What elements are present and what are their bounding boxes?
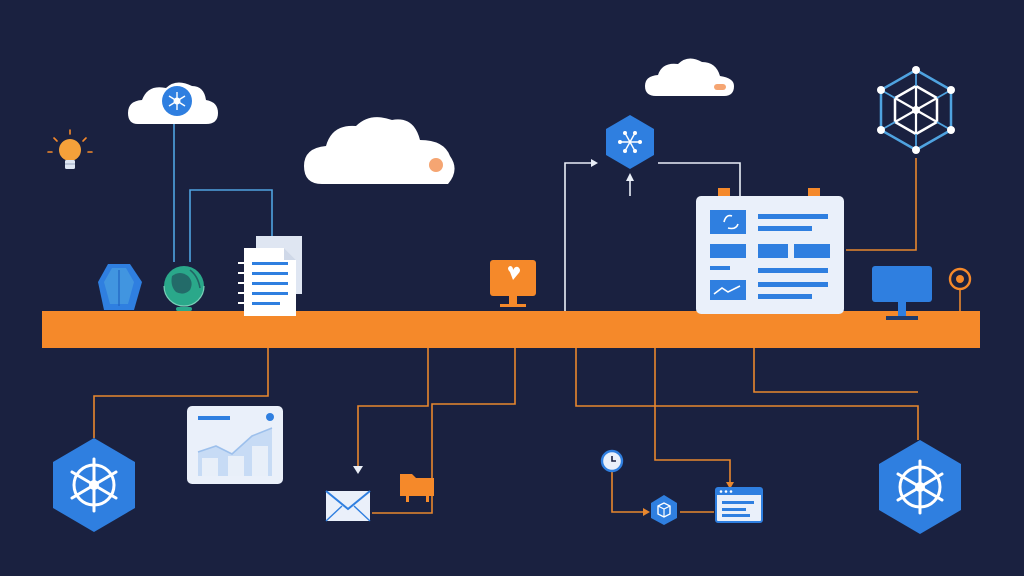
cloud-network-icon [128,82,218,124]
monitor-blue-icon [872,266,932,320]
cube-icon [651,495,677,525]
connector-k8s-top-dashboard [846,158,917,251]
arrowhead-browser [726,482,734,489]
connector-bus-folder [372,348,516,514]
dashboard-panel-icon [696,188,844,314]
connector-bus-right-drop [753,348,918,393]
arrowhead-hex-left [591,159,598,167]
monitor-orange-icon [490,260,536,307]
area-chart-card-icon [187,406,283,484]
browser-window-icon [715,487,763,523]
gear-icon [948,267,972,291]
connector-bus-mail [357,348,429,468]
cloud-icon [304,117,455,184]
connector-bus-browser [654,348,731,486]
clock-icon [600,449,624,473]
connectors [93,124,961,516]
connector-hex-dashboard [658,162,741,196]
mail-icon [325,490,371,522]
connector-globe-document [189,189,273,262]
connector-bus-k8s-right [575,348,919,440]
connector-gear-monitor [934,288,961,315]
document-icon [238,236,302,316]
main-bus-bar [42,311,980,348]
hex-network-icon [606,115,654,169]
connector-bus-k8s-left [93,348,269,438]
kubernetes-wheel-icon-left [53,438,135,532]
arrowhead-mail [353,466,363,474]
lightbulb-icon [47,129,93,169]
kubernetes-wheel-icon-right [879,440,961,534]
shield-icon [98,264,142,310]
kubernetes-wheel-icon-top [877,66,955,154]
connector-clock-cube [611,472,648,513]
cloud-top-icon [645,58,734,96]
arrowhead-cube [643,508,650,516]
folder-icon [400,474,434,502]
globe-icon [163,266,205,311]
arrowhead-hex-up [626,173,634,181]
